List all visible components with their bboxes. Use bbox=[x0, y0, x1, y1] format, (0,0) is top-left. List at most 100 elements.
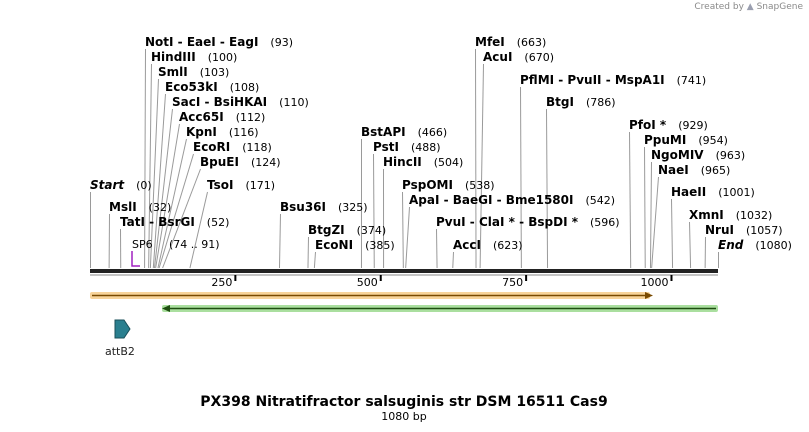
site-position: (963) bbox=[716, 149, 746, 162]
site-name: KpnI bbox=[186, 125, 217, 139]
site-leader-line bbox=[671, 198, 674, 269]
site-name: NaeI bbox=[658, 163, 689, 177]
feature-attb2: attB2 bbox=[105, 319, 135, 358]
site-position: (108) bbox=[230, 81, 260, 94]
ruler-tick-label: 1000 bbox=[640, 276, 668, 289]
site-name: HindIII bbox=[151, 50, 196, 64]
site-label: EcoRI (118) bbox=[193, 140, 272, 154]
site-leader-line bbox=[452, 251, 454, 269]
site-leader-line bbox=[546, 108, 549, 269]
site-label: NotI - EaeI - EagI (93) bbox=[145, 35, 293, 49]
site-position: (741) bbox=[677, 74, 707, 87]
site-label: Bsu36I (325) bbox=[280, 200, 368, 214]
site-leader-line bbox=[649, 161, 652, 269]
site-position: (110) bbox=[279, 96, 309, 109]
site-name: End bbox=[718, 238, 744, 252]
site-label: NruI (1057) bbox=[705, 223, 783, 237]
site-label: HincII(504) bbox=[383, 155, 463, 169]
orf-forward bbox=[90, 292, 653, 299]
site-position: (596) bbox=[590, 216, 620, 229]
site-name: HaeII bbox=[671, 185, 706, 199]
site-position: (116) bbox=[229, 126, 259, 139]
site-leader-line bbox=[144, 48, 146, 269]
orf-reverse-arrowhead bbox=[162, 305, 170, 312]
site-name: ApaI - BaeGI - Bme1580I bbox=[409, 193, 573, 207]
site-leader-line bbox=[629, 131, 632, 269]
snapgene-watermark: Created by ▲ SnapGene bbox=[694, 2, 803, 12]
ruler-tick-label: 500 bbox=[357, 276, 378, 289]
site-label: EcoNI(385) bbox=[315, 238, 395, 252]
site-leader-line bbox=[157, 138, 187, 269]
site-position: (623) bbox=[493, 239, 523, 252]
site-label: AcuI (670) bbox=[483, 50, 554, 64]
site-position: (374) bbox=[357, 224, 387, 237]
site-leader-line bbox=[148, 63, 152, 269]
site-name: TsoI bbox=[207, 178, 233, 192]
site-leader-line bbox=[149, 78, 159, 269]
site-label: BstAPI(466) bbox=[361, 125, 447, 139]
site-label: Acc65I (112) bbox=[179, 110, 265, 124]
site-label: MfeI(663) bbox=[475, 35, 546, 49]
site-position: (670) bbox=[524, 51, 554, 64]
site-label: TsoI(171) bbox=[207, 178, 275, 192]
site-name: PpuMI bbox=[644, 133, 686, 147]
site-label: End (1080) bbox=[718, 238, 792, 252]
site-name: Bsu36I bbox=[280, 200, 326, 214]
site-name: AcuI bbox=[483, 50, 512, 64]
site-name: BtgZI bbox=[308, 223, 345, 237]
site-leader-line bbox=[373, 153, 375, 269]
orf-reverse bbox=[162, 305, 718, 312]
watermark-brand: SnapGene bbox=[756, 2, 803, 12]
site-name: NotI - EaeI - EagI bbox=[145, 35, 258, 49]
site-leader-line bbox=[307, 236, 309, 269]
site-leader-line bbox=[158, 153, 194, 269]
site-label: KpnI (116) bbox=[186, 125, 259, 139]
site-position: (1001) bbox=[718, 186, 755, 199]
site-label: PstI(488) bbox=[373, 140, 441, 154]
site-position: (1080) bbox=[755, 239, 792, 252]
site-label: HindIII(100) bbox=[151, 50, 237, 64]
site-leader-line bbox=[405, 206, 410, 269]
site-name: PspOMI bbox=[402, 178, 453, 192]
site-position: (929) bbox=[678, 119, 708, 132]
site-name: NruI bbox=[705, 223, 734, 237]
site-position: (93) bbox=[270, 36, 293, 49]
site-position: (118) bbox=[242, 141, 272, 154]
site-name: SacI - BsiHKAI bbox=[172, 95, 267, 109]
site-label: PvuI - ClaI * - BspDI * (596) bbox=[436, 215, 620, 229]
site-label: NaeI(965) bbox=[658, 163, 730, 177]
site-name: MslI bbox=[109, 200, 137, 214]
site-name: SmlI bbox=[158, 65, 188, 79]
site-position: (52) bbox=[207, 216, 230, 229]
site-name: PvuI - ClaI * - BspDI * bbox=[436, 215, 579, 229]
site-labels: NotI - EaeI - EagI(93)HindIII(100)SmlI(1… bbox=[90, 35, 792, 252]
site-position: (954) bbox=[698, 134, 728, 147]
site-position: (112) bbox=[236, 111, 266, 124]
site-label: PspOMI(538) bbox=[402, 178, 495, 192]
site-leader-line bbox=[155, 123, 180, 269]
site-position: (542) bbox=[585, 194, 615, 207]
site-label: HaeII (1001) bbox=[671, 185, 755, 199]
site-label: SacI - BsiHKAI (110) bbox=[172, 95, 309, 109]
site-label: SmlI(103) bbox=[158, 65, 229, 79]
map-title: PX398 Nitratifractor salsuginis str DSM … bbox=[200, 394, 607, 410]
site-leader-line bbox=[153, 108, 173, 269]
site-label: TatI - BsrGI(52) bbox=[120, 215, 229, 229]
site-position: (1057) bbox=[746, 224, 783, 237]
site-name: Start bbox=[90, 178, 125, 192]
site-leader-line bbox=[402, 191, 404, 269]
site-position: (325) bbox=[338, 201, 368, 214]
site-label: XmnI(1032) bbox=[689, 208, 772, 222]
primer-arrow bbox=[131, 251, 140, 267]
orf-forward-arrowhead bbox=[645, 292, 653, 299]
site-leader-line bbox=[313, 251, 316, 269]
site-position: (0) bbox=[136, 179, 152, 192]
primer-name: SP6 bbox=[132, 238, 153, 251]
site-name: Acc65I bbox=[179, 110, 224, 124]
site-leader-line bbox=[278, 213, 281, 269]
site-name: EcoRI bbox=[193, 140, 230, 154]
site-leader-line bbox=[189, 191, 208, 269]
site-position: (385) bbox=[365, 239, 395, 252]
